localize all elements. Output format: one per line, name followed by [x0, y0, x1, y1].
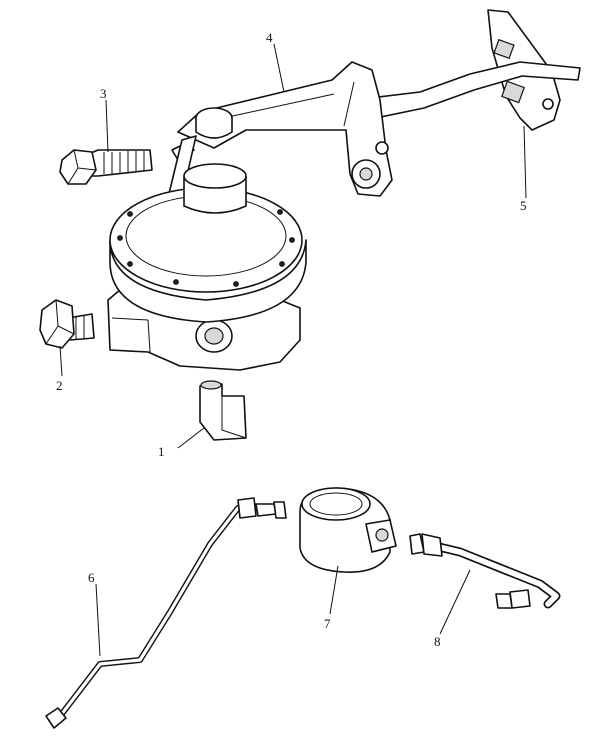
part-2-fitting [39, 299, 95, 349]
leader-8 [439, 569, 471, 635]
callout-7: 7 [324, 616, 331, 631]
leader-7 [329, 565, 339, 615]
callout-4: 4 [266, 30, 273, 45]
callout-3: 3 [100, 86, 107, 101]
part-6-fuel-pipe [45, 497, 287, 729]
leader-2 [59, 345, 63, 377]
leader-1 [177, 427, 205, 449]
leader-4 [273, 43, 285, 93]
leader-5 [523, 125, 527, 199]
leader-3 [105, 99, 109, 153]
part-1-elbow [199, 380, 247, 441]
part-3-bolt [59, 149, 153, 185]
callout-2: 2 [56, 378, 63, 393]
leader-6 [95, 583, 101, 657]
callout-1: 1 [158, 444, 165, 459]
part-8-short-pipe [409, 533, 561, 609]
part-4-lever-arm [165, 61, 581, 207]
leader-lines [59, 43, 527, 657]
callout-6: 6 [88, 570, 95, 585]
part-7-fuel-filter [299, 487, 397, 573]
callout-5: 5 [520, 198, 527, 213]
callout-8: 8 [434, 634, 441, 649]
callout-labels: 1 2 3 4 5 6 7 8 [56, 30, 527, 649]
fuel-pump-body [107, 163, 307, 371]
